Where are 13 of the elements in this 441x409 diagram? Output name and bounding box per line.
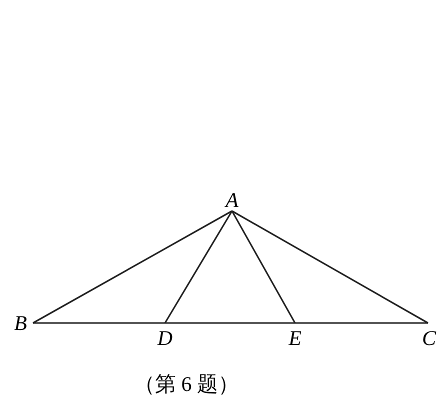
caption: （第 6 题） xyxy=(134,371,239,398)
line-segment xyxy=(165,322,295,324)
line-segment xyxy=(231,210,296,324)
line-segment xyxy=(32,210,232,324)
line-segment xyxy=(295,322,428,324)
line-segment xyxy=(164,210,233,324)
point-label: C xyxy=(418,323,440,348)
point-label: B xyxy=(8,313,33,333)
line-segment xyxy=(232,210,428,324)
point-label: E xyxy=(284,323,306,348)
point-label: A xyxy=(222,190,242,211)
point-label: D xyxy=(154,323,176,348)
line-segment xyxy=(33,322,165,324)
